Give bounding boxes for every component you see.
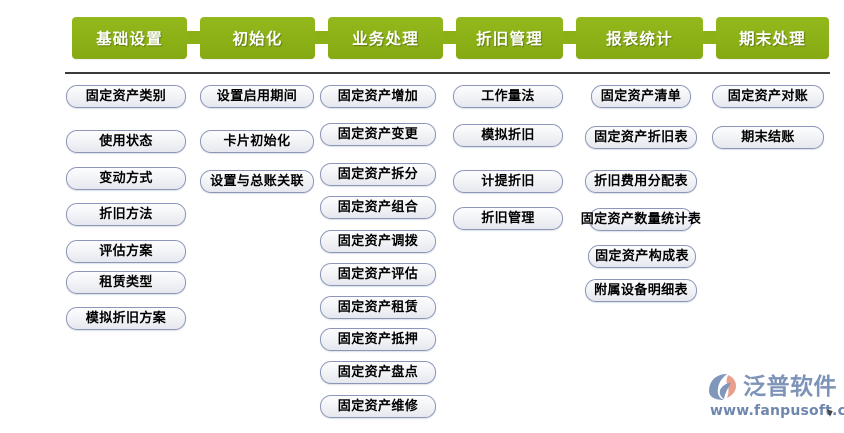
brand-logo: 泛普软件 www.fanpusoft.com xyxy=(706,372,844,424)
menu-item-button[interactable]: 固定资产折旧表 xyxy=(585,126,697,149)
menu-item-label: 折旧管理 xyxy=(481,211,535,226)
tab-label: 折旧管理 xyxy=(476,30,543,48)
menu-item-button[interactable]: 折旧方法 xyxy=(66,203,186,226)
menu-item-label: 设置启用期间 xyxy=(216,89,298,104)
menu-item-button[interactable]: 计提折旧 xyxy=(453,170,563,193)
menu-item-button[interactable]: 固定资产变更 xyxy=(320,123,436,146)
menu-item-label: 固定资产折旧表 xyxy=(594,130,688,145)
menu-item-button[interactable]: 固定资产拆分 xyxy=(320,163,436,186)
menu-item-button[interactable]: 模拟折旧 xyxy=(453,124,563,147)
menu-item-label: 固定资产变更 xyxy=(337,127,419,142)
menu-item-button[interactable]: 评估方案 xyxy=(66,240,186,263)
menu-item-label: 固定资产租赁 xyxy=(337,300,419,315)
tab-label: 报表统计 xyxy=(606,30,673,48)
tab-6[interactable]: 期末处理 xyxy=(716,17,829,59)
menu-item-button[interactable]: 固定资产类别 xyxy=(66,85,186,108)
menu-item-button[interactable]: 固定资产评估 xyxy=(320,263,436,286)
menu-item-label: 固定资产增加 xyxy=(337,89,419,104)
tab-2[interactable]: 初始化 xyxy=(200,17,315,59)
menu-item-label: 使用状态 xyxy=(99,134,153,149)
tab-5[interactable]: 报表统计 xyxy=(576,17,703,59)
menu-item-label: 变动方式 xyxy=(99,171,153,186)
menu-item-label: 固定资产组合 xyxy=(337,200,419,215)
menu-item-button[interactable]: 工作量法 xyxy=(453,85,563,108)
menu-item-label: 租赁类型 xyxy=(99,275,153,290)
menu-item-label: 固定资产评估 xyxy=(337,267,419,282)
tab-connector-1 xyxy=(187,31,200,44)
menu-item-label: 卡片初始化 xyxy=(223,134,291,149)
menu-item-label: 评估方案 xyxy=(99,244,153,259)
menu-item-button[interactable]: 设置与总账关联 xyxy=(200,170,314,193)
menu-item-label: 期末结账 xyxy=(741,130,795,145)
tab-connector-3 xyxy=(443,31,456,44)
tab-label: 期末处理 xyxy=(739,30,806,48)
fanpu-logo-icon xyxy=(709,374,736,400)
menu-item-label: 模拟折旧方案 xyxy=(85,311,167,326)
menu-item-label: 折旧方法 xyxy=(99,207,153,222)
menu-item-button[interactable]: 使用状态 xyxy=(66,130,186,153)
menu-item-label: 固定资产构成表 xyxy=(595,249,689,264)
tab-label: 初始化 xyxy=(232,30,283,48)
menu-item-label: 固定资产盘点 xyxy=(337,365,419,380)
menu-item-button[interactable]: 模拟折旧方案 xyxy=(66,307,186,330)
menu-item-button[interactable]: 固定资产构成表 xyxy=(588,245,696,268)
menu-item-button[interactable]: 附属设备明细表 xyxy=(585,279,697,302)
top-tab-bar: 基础设置 初始化 业务处理 折旧管理 报表统计 期末处理 xyxy=(0,0,844,62)
menu-item-button[interactable]: 固定资产调拨 xyxy=(320,230,436,253)
menu-item-button[interactable]: 固定资产数量统计表 xyxy=(581,208,701,231)
header-divider xyxy=(65,72,830,74)
menu-item-button[interactable]: 固定资产抵押 xyxy=(320,328,436,351)
menu-item-button[interactable]: 固定资产对账 xyxy=(712,85,824,108)
tab-label: 业务处理 xyxy=(352,30,419,48)
menu-item-label: 附属设备明细表 xyxy=(594,283,688,298)
menu-item-label: 折旧费用分配表 xyxy=(594,174,688,189)
logo-url-text: www.fanpusoft.com xyxy=(710,403,844,419)
menu-item-label: 固定资产清单 xyxy=(600,89,682,104)
menu-item-button[interactable]: 折旧费用分配表 xyxy=(585,170,697,193)
tab-label: 基础设置 xyxy=(96,30,163,48)
logo-row: 泛普软件 xyxy=(706,372,837,402)
menu-item-label: 模拟折旧 xyxy=(481,128,535,143)
menu-item-button[interactable]: 固定资产维修 xyxy=(320,395,436,418)
menu-item-label: 固定资产抵押 xyxy=(337,332,419,347)
menu-item-label: 设置与总账关联 xyxy=(210,174,304,189)
tab-1[interactable]: 基础设置 xyxy=(72,17,187,59)
menu-item-label: 固定资产维修 xyxy=(337,399,419,414)
menu-item-label: 计提折旧 xyxy=(481,174,535,189)
menu-item-button[interactable]: 期末结账 xyxy=(712,126,824,149)
menu-item-button[interactable]: 固定资产增加 xyxy=(320,85,436,108)
menu-item-button[interactable]: 固定资产组合 xyxy=(320,196,436,219)
menu-item-button[interactable]: 卡片初始化 xyxy=(200,130,314,153)
menu-item-label: 固定资产类别 xyxy=(85,89,167,104)
menu-item-button[interactable]: 固定资产租赁 xyxy=(320,296,436,319)
menu-item-label: 固定资产对账 xyxy=(727,89,809,104)
menu-item-label: 固定资产调拨 xyxy=(337,234,419,249)
menu-item-label: 固定资产拆分 xyxy=(337,167,419,182)
menu-item-button[interactable]: 租赁类型 xyxy=(66,271,186,294)
menu-item-button[interactable]: 固定资产清单 xyxy=(591,85,691,108)
menu-item-button[interactable]: 固定资产盘点 xyxy=(320,361,436,384)
menu-item-button[interactable]: 变动方式 xyxy=(66,167,186,190)
tab-connector-5 xyxy=(703,31,716,44)
tab-connector-4 xyxy=(563,31,576,44)
menu-item-label: 工作量法 xyxy=(481,89,535,104)
tab-connector-2 xyxy=(315,31,328,44)
menu-item-button[interactable]: 折旧管理 xyxy=(453,207,563,230)
tab-3[interactable]: 业务处理 xyxy=(328,17,443,59)
menu-item-label: 固定资产数量统计表 xyxy=(580,212,702,227)
tab-4[interactable]: 折旧管理 xyxy=(456,17,563,59)
logo-brand-text: 泛普软件 xyxy=(743,373,837,400)
menu-item-button[interactable]: 设置启用期间 xyxy=(200,85,314,108)
